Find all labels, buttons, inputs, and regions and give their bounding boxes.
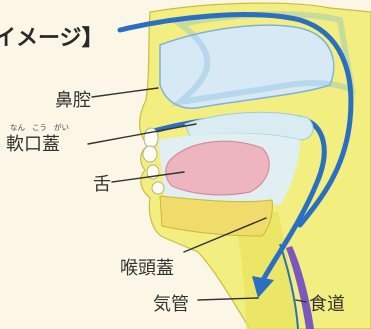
label-nasal-cavity: 鼻腔: [55, 90, 91, 111]
label-tongue: 舌: [93, 174, 111, 195]
ruby-kou: こう: [32, 123, 47, 132]
label-esophagus: 食道: [309, 294, 345, 315]
ruby-gai: がい: [54, 122, 69, 132]
ruby-nan: なん: [10, 123, 25, 132]
title-text: イメージ】: [0, 26, 104, 51]
label-soft-palate: 軟口蓋: [6, 134, 60, 155]
label-epiglottis: 喉頭蓋: [120, 258, 174, 279]
label-trachea: 気管: [153, 294, 189, 315]
soft-palate-ruby: なん こう がい: [10, 122, 69, 132]
